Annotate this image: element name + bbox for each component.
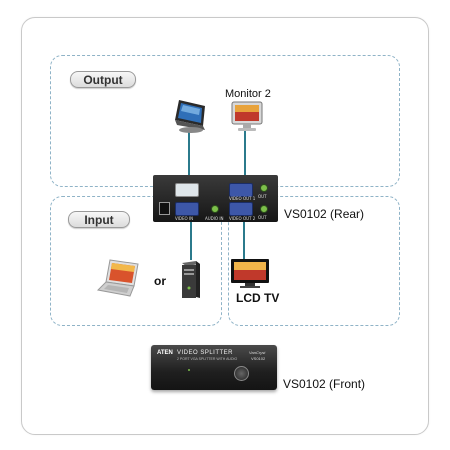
front-model-brand: VanCryst [249,350,266,355]
output-devices-zone [228,196,400,326]
rear-port-label-out-2: OUT [258,215,267,220]
audio-in-jack [211,205,219,213]
vga-port-in [175,202,199,216]
front-power-led [188,369,190,371]
audio-out-jack-1 [260,184,268,192]
vga-port-out-2 [229,202,253,216]
lcd-tv-label: LCD TV [236,291,280,305]
output-section-label: Output [70,71,136,88]
vs0102-rear-unit: VIDEO IN AUDIO IN VIDEO OUT 1 VIDEO OUT … [153,175,278,222]
cable-output-1 [188,132,190,179]
vs0102-rear-label: VS0102 (Rear) [284,207,365,221]
rear-port-label-video-out-1: VIDEO OUT 1 [229,196,256,201]
crt-monitor-icon [230,101,264,133]
lcd-tv-icon [230,258,270,290]
monitor-2-label: Monitor 2 [225,88,271,100]
desktop-tower-icon [178,260,204,300]
touch-monitor-icon [171,96,211,134]
cable-output-2 [244,130,246,179]
input-zone [50,196,222,326]
vs0102-front-label: VS0102 (Front) [283,377,366,391]
rear-port-label-video-in: VIDEO IN [175,216,194,221]
audio-out-jack-2 [260,205,268,213]
vga-port-out-1 [229,183,253,197]
front-brand: ATEN [157,350,173,356]
rear-port-label-audio-in: AUDIO IN [205,216,224,221]
rear-port-label-out-1: OUT [258,194,267,199]
laptop-icon [96,258,142,300]
front-subtitle: 2 PORT VGA SPLITTER WITH AUDIO [177,357,238,361]
rear-port-label-video-out-2: VIDEO OUT 2 [229,216,256,221]
front-model: VS0102 [251,356,266,361]
cable-input [190,222,192,260]
front-title: VIDEO SPLITTER [177,350,234,356]
input-section-label: Input [68,211,130,228]
vs0102-front-unit: ATEN VIDEO SPLITTER 2 PORT VGA SPLITTER … [151,345,277,390]
vga-port-input-top [175,183,199,197]
cable-lcd-tv [243,222,245,260]
or-label: or [154,274,166,288]
front-power-button [234,366,249,381]
power-jack [159,202,170,215]
